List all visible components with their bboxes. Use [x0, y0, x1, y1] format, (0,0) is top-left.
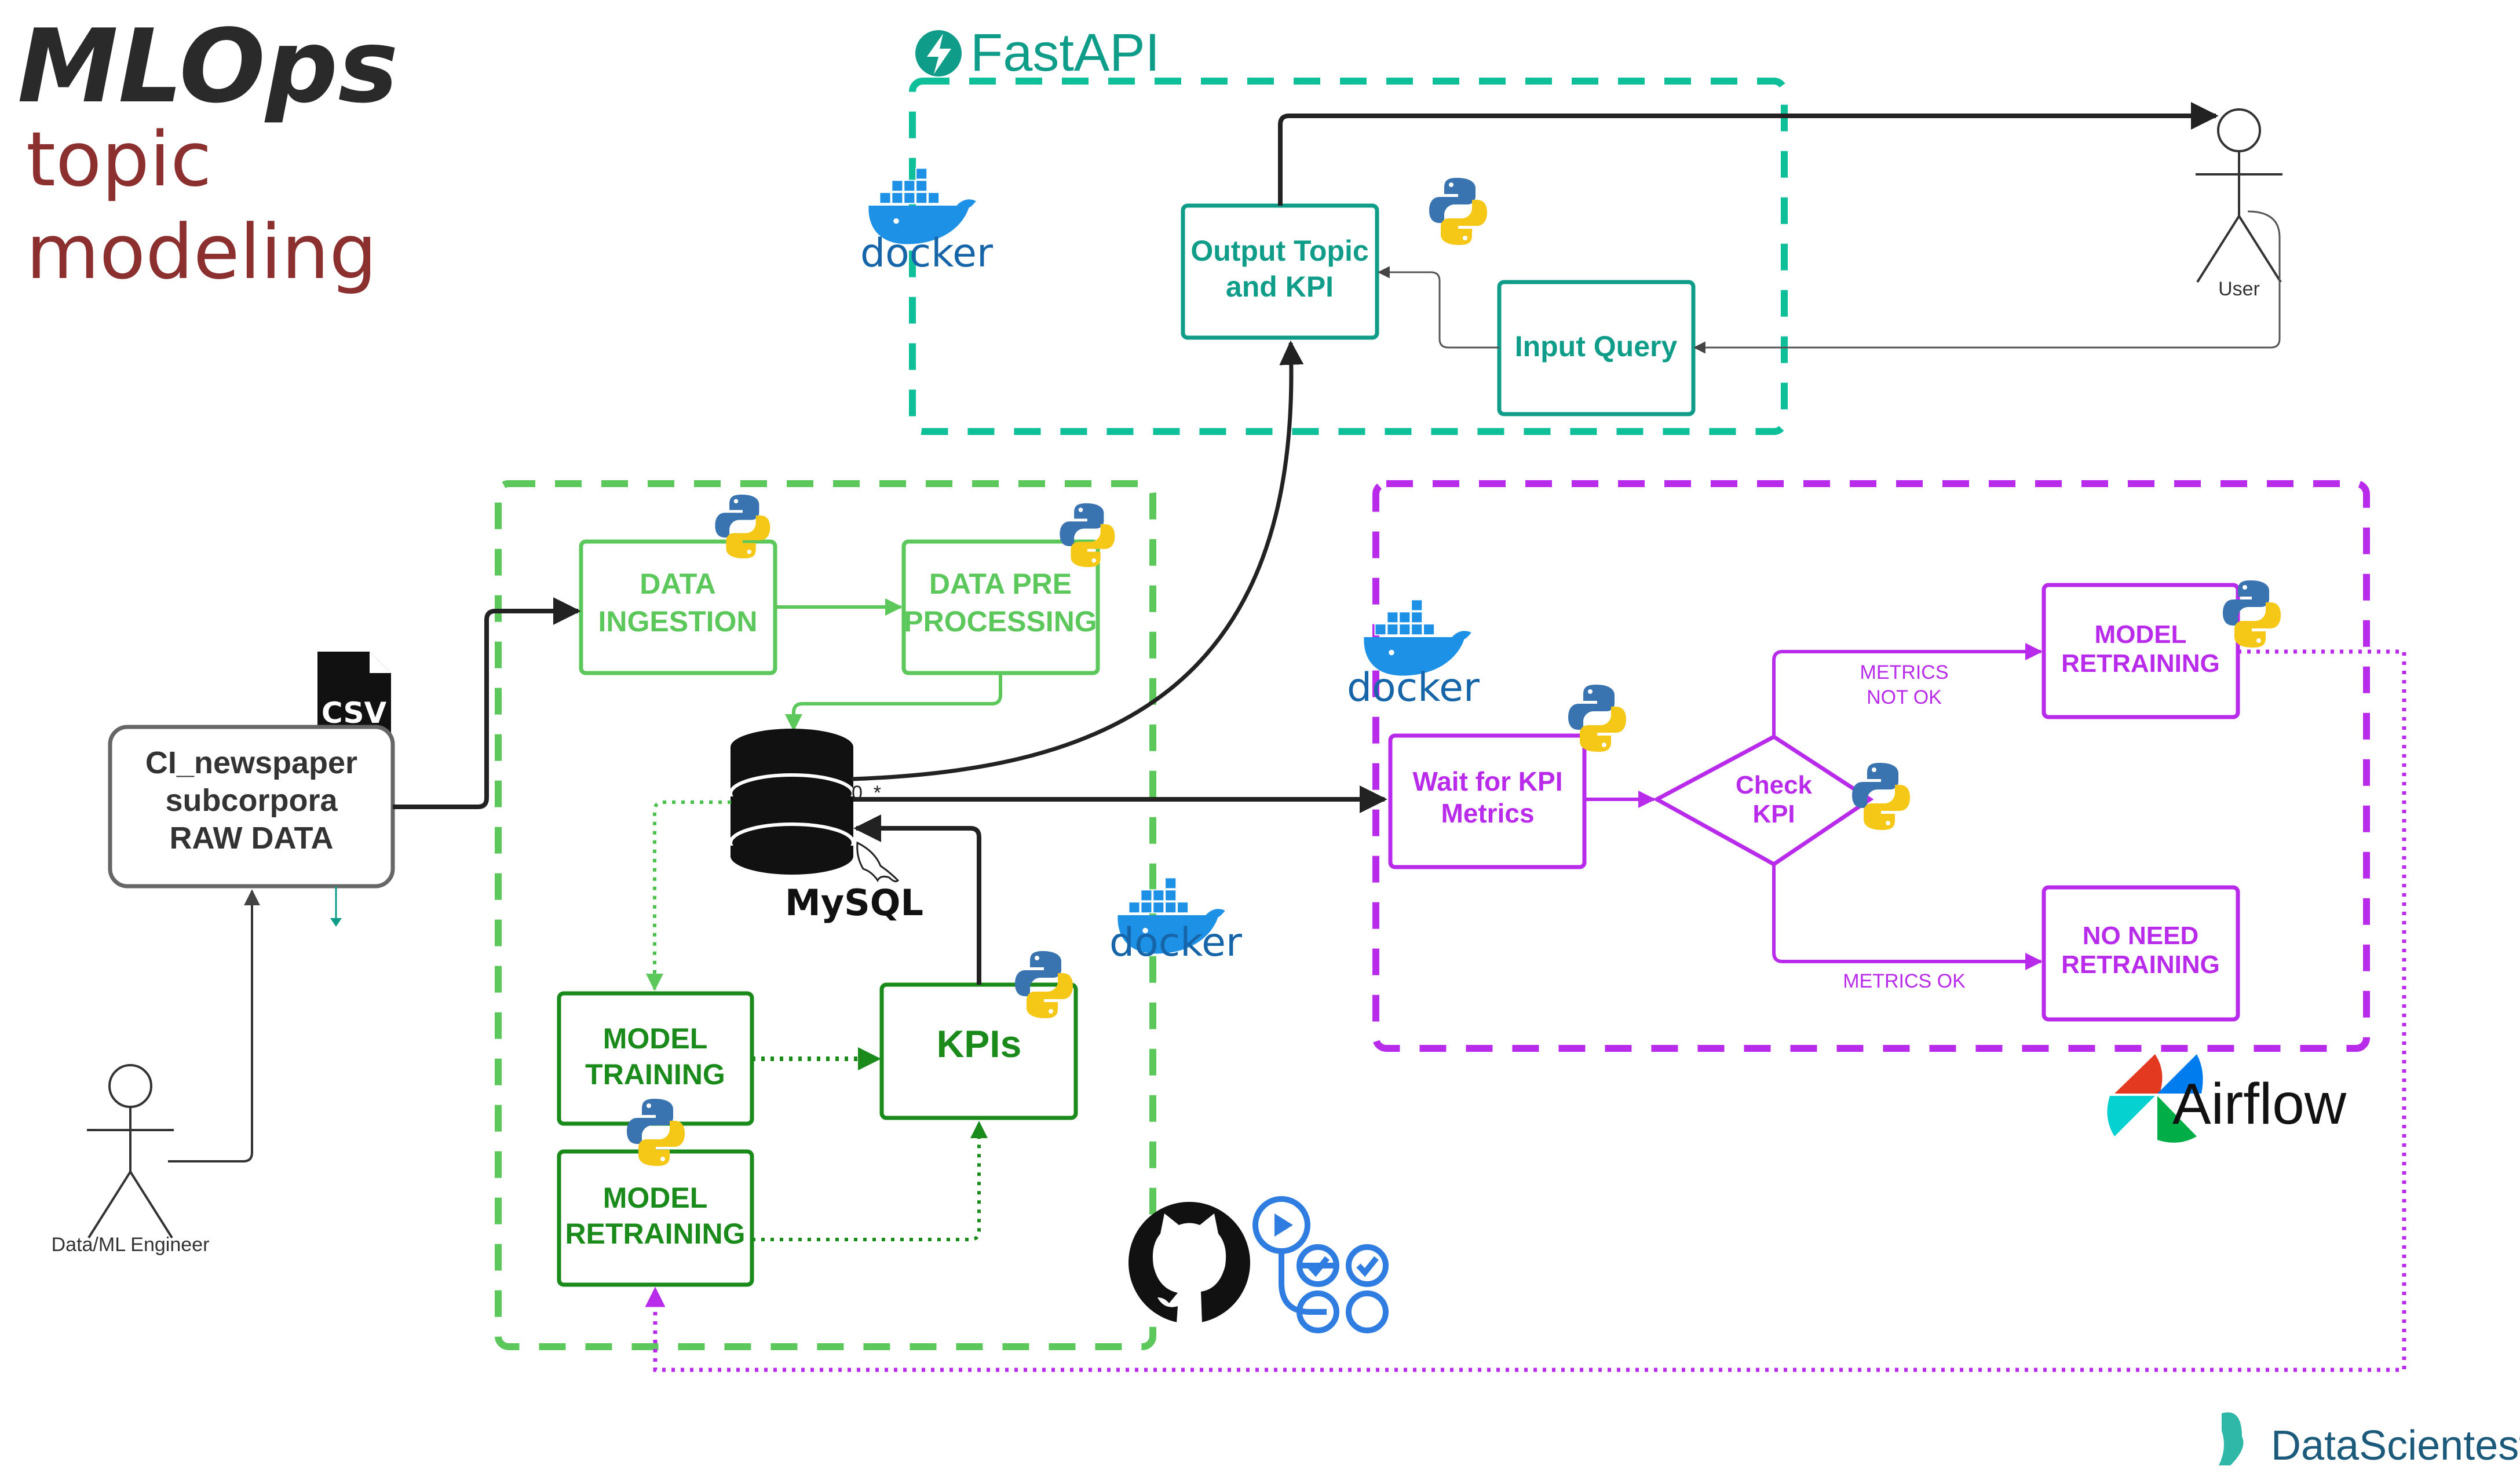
engineer-label: Data/ML Engineer — [52, 1234, 210, 1256]
arrow-airflow-retrain-to-pipeline-retrain — [645, 649, 2406, 1372]
github-actions-icon — [1252, 1196, 1389, 1333]
python-icon — [1852, 763, 1910, 830]
arrow-preprocessing-to-db — [785, 673, 1002, 732]
arrow-output-to-user — [1278, 102, 2219, 206]
mysql-label: MySQL — [785, 882, 923, 924]
airflow-retraining-line2: RETRAINING — [2061, 649, 2220, 678]
github-icon — [1128, 1202, 1250, 1324]
airflow-logo-icon — [2107, 1054, 2203, 1143]
output-topic-line2: and KPI — [1226, 270, 1334, 303]
title-topic: topic — [26, 115, 212, 203]
arrow-input-to-output — [1377, 266, 1499, 349]
raw-data-line1: CI_newspaper — [145, 745, 357, 780]
arrow-db-to-training — [646, 800, 731, 991]
check-kpi-line1: Check — [1736, 771, 1813, 799]
arrow-check-to-retraining — [1772, 643, 2043, 737]
wait-kpi-line1: Wait for KPI — [1413, 766, 1563, 796]
arrow-kpis-to-db — [853, 814, 981, 985]
docker-label: docker — [1109, 920, 1242, 966]
data-ingestion-line1: DATA — [640, 568, 715, 600]
title-modeling: modeling — [26, 208, 377, 296]
airflow-label: Airflow — [2172, 1072, 2347, 1136]
metrics-not-ok-line1: METRICS — [1860, 661, 1949, 683]
raw-data-line3: RAW DATA — [170, 821, 334, 856]
python-icon — [1429, 178, 1487, 245]
check-kpi-line2: KPI — [1752, 800, 1795, 828]
mysql-dolphin-icon — [856, 841, 900, 883]
metrics-ok-label: METRICS OK — [1843, 970, 1966, 992]
metrics-not-ok-line2: NOT OK — [1867, 686, 1942, 708]
mysql-database-icon — [729, 729, 855, 875]
wait-kpi-line2: Metrics — [1441, 798, 1534, 828]
wait-kpi-box — [1388, 733, 1587, 869]
user-figure-icon — [2194, 108, 2284, 283]
airflow-retraining-line1: MODEL — [2095, 620, 2187, 649]
fastapi-region — [909, 78, 1788, 435]
model-training-line2: TRAINING — [585, 1058, 725, 1091]
model-training-line1: MODEL — [603, 1022, 708, 1055]
arrow-rawdata-to-ingestion — [393, 597, 581, 809]
fastapi-logo: FastAPI — [915, 23, 1160, 82]
datascientest-label: DataScientest — [2271, 1423, 2520, 1469]
model-retraining-line2: RETRAINING — [565, 1218, 745, 1250]
data-preprocessing-line1: DATA PRE — [929, 568, 1072, 600]
datascientest-logo-icon — [2219, 1412, 2244, 1465]
input-query-text: Input Query — [1515, 330, 1678, 363]
data-preprocessing-line2: PROCESSING — [904, 605, 1097, 638]
csv-label: CSV — [322, 696, 387, 730]
no-need-retraining-box — [2041, 885, 2240, 1022]
model-retraining-line1: MODEL — [603, 1182, 708, 1214]
airflow-region — [1372, 480, 2370, 1052]
data-ingestion-line2: INGESTION — [598, 605, 757, 638]
arrow-engineer-to-rawdata — [168, 889, 260, 1162]
arrow-retraining-to-kpis — [752, 1121, 988, 1241]
arrow-check-to-noretraining — [1772, 864, 2043, 970]
engineer-figure-icon — [86, 1064, 175, 1239]
user-label: User — [2218, 278, 2260, 300]
docker-icon — [1363, 599, 1472, 677]
raw-data-line2: subcorpora — [165, 783, 338, 818]
arrow-db-to-output — [851, 340, 1304, 781]
no-need-line1: NO NEED — [2083, 922, 2198, 950]
arrow-user-to-input — [1693, 210, 2281, 354]
title-mlops: MLOps — [17, 8, 399, 126]
kpis-text: KPIs — [937, 1022, 1022, 1065]
docker-label: docker — [860, 231, 993, 276]
docker-label: docker — [1347, 665, 1480, 711]
no-need-line2: RETRAINING — [2061, 950, 2220, 979]
fastapi-label: FastAPI — [970, 23, 1160, 82]
output-topic-line1: Output Topic — [1190, 235, 1368, 267]
